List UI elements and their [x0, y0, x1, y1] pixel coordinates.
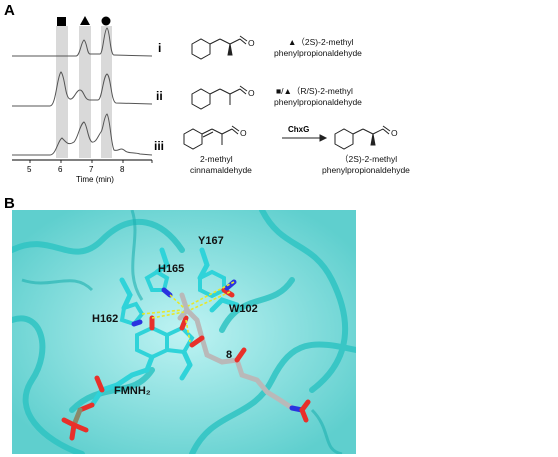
cofactor-label-fmnh2: FMNH₂ [114, 385, 151, 397]
row-ii-caption-line2: phenylpropionaldehyde [274, 97, 362, 107]
trace-i [12, 27, 153, 57]
residue-label-h162: H162 [92, 313, 118, 325]
svg-text:O: O [248, 38, 255, 48]
trace-ii [12, 71, 153, 107]
square-marker-icon [57, 17, 66, 26]
x-axis-label: Time (min) [76, 175, 114, 184]
molecule-2s [191, 35, 248, 60]
residue-label-h165: H165 [158, 263, 184, 275]
row-i-caption-line2: phenylpropionaldehyde [274, 48, 362, 58]
molecule-rs [191, 85, 248, 110]
structure-schemes: O O O O ▲（2S)-2-methyl phenylpropionalde… [183, 35, 410, 175]
trace-label-ii: ii [156, 89, 163, 103]
hydrogen-bonds [141, 281, 235, 343]
band-circle [101, 26, 112, 158]
row-i-caption-line1: ▲（2S)-2-methyl [288, 37, 354, 47]
x-tick-6: 6 [58, 165, 63, 174]
ligand-label-8: 8 [226, 349, 232, 361]
substrate-caption-line1: 2-methyl [200, 154, 233, 164]
trace-iii [12, 113, 153, 156]
trace-label-iii: iii [154, 139, 164, 153]
ribbon-cartoon [12, 210, 356, 454]
molecule-product-2s [334, 125, 391, 150]
band-square [56, 26, 68, 158]
panel-b-label: B [4, 195, 15, 212]
trace-label-i: i [158, 41, 161, 55]
molecule-2-methyl-cinnamaldehyde [183, 125, 240, 150]
residue-label-y167: Y167 [198, 235, 224, 247]
ligand-8-sticks [177, 292, 311, 423]
panel-a-label: A [4, 2, 15, 19]
substrate-caption-line2: cinnamaldehyde [190, 165, 252, 175]
x-tick-5: 5 [27, 165, 32, 174]
product-caption-line2: phenylpropionaldehyde [322, 165, 410, 175]
svg-text:O: O [391, 128, 398, 138]
triangle-marker-icon [80, 16, 90, 25]
enzyme-label: ChxG [288, 125, 309, 134]
x-tick-8: 8 [120, 165, 125, 174]
residue-label-w102: W102 [229, 303, 258, 315]
svg-text:O: O [240, 128, 247, 138]
circle-marker-icon [101, 16, 111, 26]
product-caption-line1: （2S)-2-methyl [340, 154, 397, 164]
chromatogram: 5 6 7 8 Time (min) i ii iii [12, 16, 164, 184]
protein-structure-view: Y167 H165 W102 H162 8 FMNH₂ [12, 210, 356, 454]
x-tick-7: 7 [89, 165, 94, 174]
row-ii-caption-line1: ■/▲（R/S)-2-methyl [276, 86, 353, 96]
svg-text:O: O [248, 88, 255, 98]
